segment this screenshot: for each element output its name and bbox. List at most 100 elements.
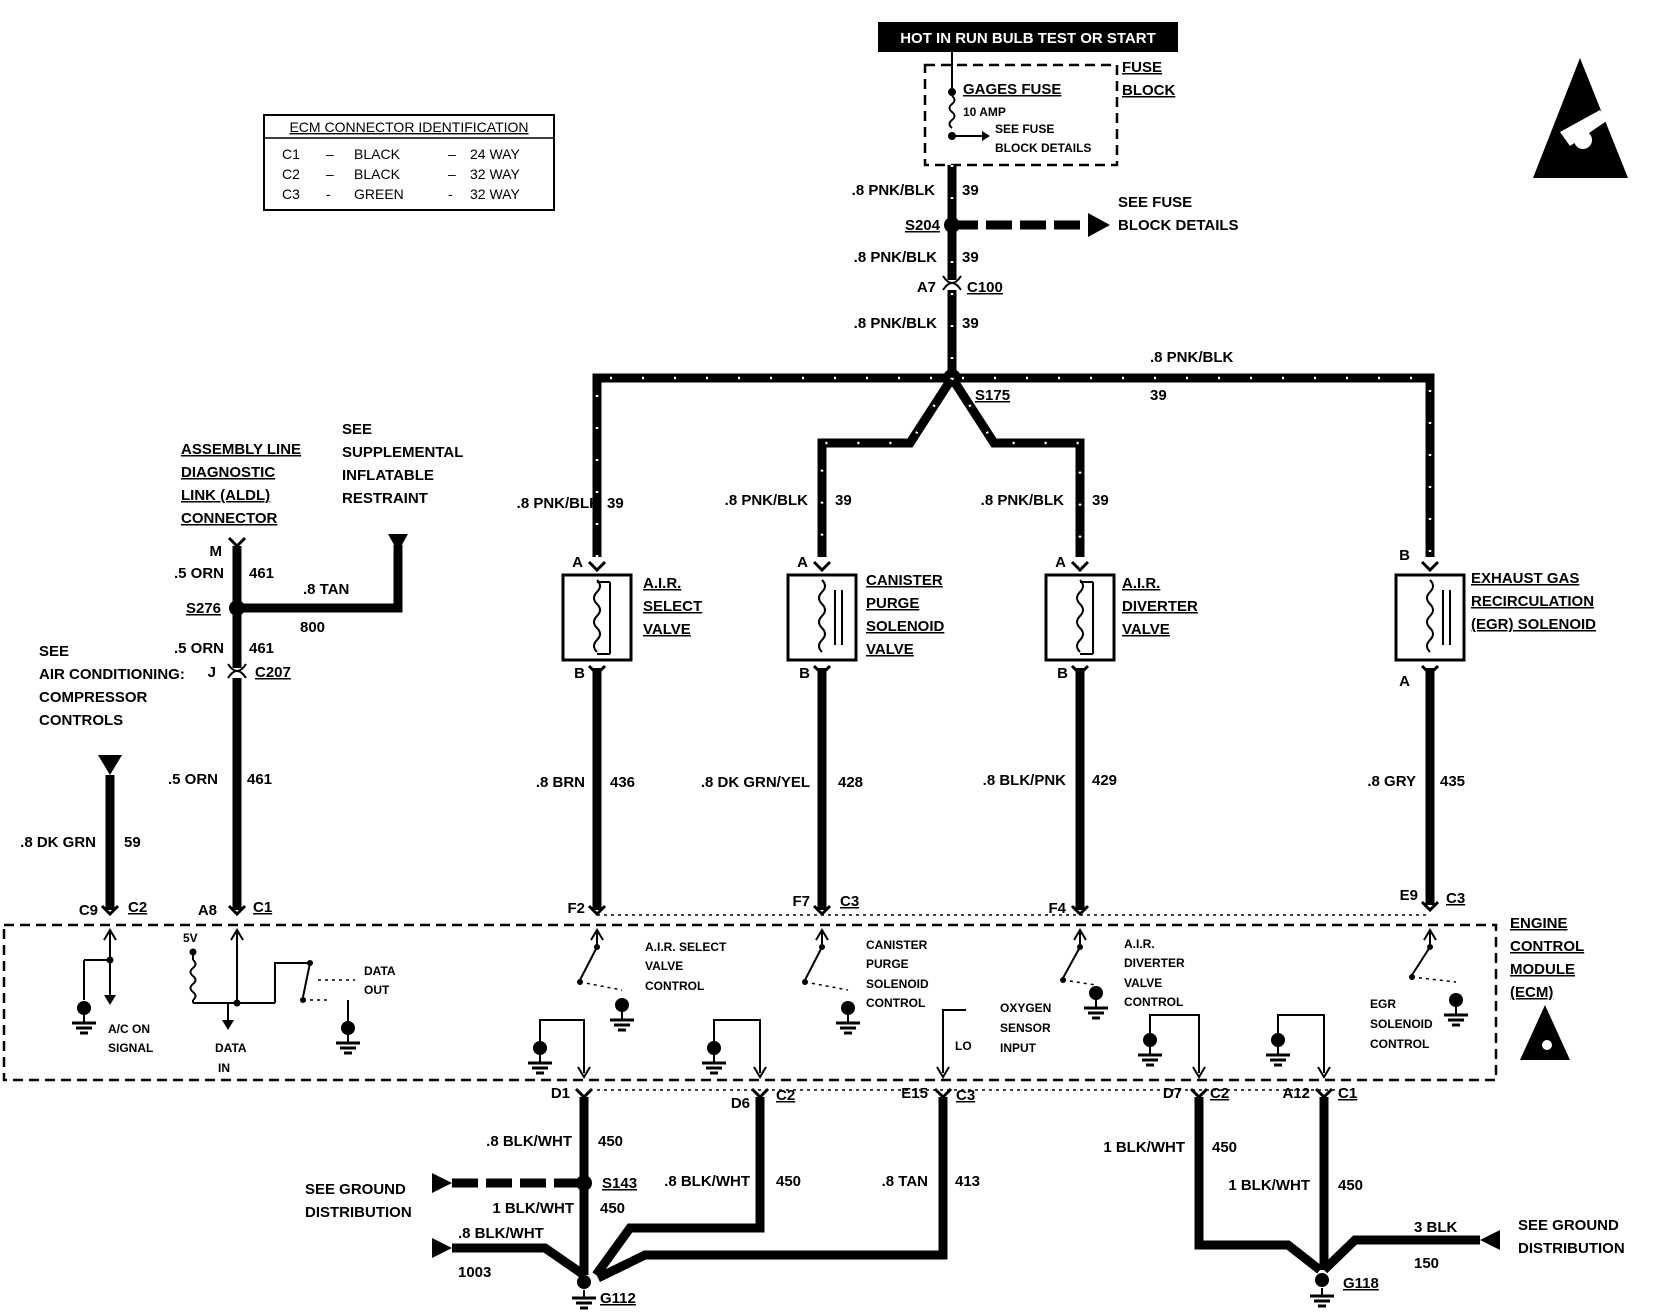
d1-wire-circuit: 450 — [598, 1133, 623, 1150]
dev1-top-circuit: 39 — [607, 495, 624, 512]
ecm-row1-color: BLACK — [354, 146, 401, 162]
sir-label4: RESTRAINT — [342, 490, 428, 507]
egr-ctl3: CONTROL — [1370, 1037, 1429, 1051]
data-in-label2: IN — [218, 1061, 230, 1075]
see-ground-1: SEE GROUND — [305, 1181, 406, 1198]
diverter-ctl2: DIVERTER — [1124, 956, 1185, 970]
c207-label: C207 — [255, 664, 291, 681]
dev3-bot-pin: B — [1057, 665, 1068, 682]
dev3-top-circuit: 39 — [1092, 492, 1109, 509]
ecm-esd-icon — [1520, 1005, 1570, 1060]
ac-wiring — [98, 755, 122, 916]
a12-wire-color: 1 BLK/WHT — [1228, 1177, 1310, 1194]
dev2-name3: SOLENOID — [866, 618, 945, 635]
a7-pin: A7 — [917, 279, 936, 296]
right-wire-color: .8 PNK/BLK — [1150, 349, 1234, 366]
e15-wire-circuit: 413 — [955, 1173, 980, 1190]
dev2-name4: VALVE — [866, 641, 914, 658]
sir-label3: INFLATABLE — [342, 467, 434, 484]
dev3-bot-wire: .8 BLK/PNK — [983, 772, 1067, 789]
ecm-internals — [70, 928, 1470, 1079]
dev1-name3: VALVE — [643, 621, 691, 638]
o2-input3: INPUT — [1000, 1041, 1037, 1055]
canister-ctl4: CONTROL — [866, 996, 925, 1010]
top-wire3-color: .8 PNK/BLK — [854, 315, 938, 332]
dev2-top-pin: A — [797, 554, 808, 571]
canister-ctl2: PURGE — [866, 957, 909, 971]
dev1-ecm-pin: F2 — [567, 900, 585, 917]
ecm-row2-c: C2 — [282, 166, 300, 182]
ecm-row3-c: C3 — [282, 186, 300, 202]
dev1-name2: SELECT — [643, 598, 702, 615]
o2-lo: LO — [955, 1039, 972, 1053]
e15-pin: E15 — [901, 1085, 928, 1102]
air-select-ctl2: VALVE — [645, 959, 683, 973]
ac-label2: AIR CONDITIONING: — [39, 666, 185, 683]
ecm-label3: MODULE — [1510, 961, 1575, 978]
dev2-ecm-pin: F7 — [792, 893, 810, 910]
dev4-ecm-pin: E9 — [1400, 887, 1418, 904]
e15-wire-color: .8 TAN — [882, 1173, 928, 1190]
fuse-block-label-1: FUSE — [1122, 59, 1162, 76]
aldl-label2: DIAGNOSTIC — [181, 464, 275, 481]
data-out-label1: DATA — [364, 964, 396, 978]
c100-label: C100 — [967, 279, 1003, 296]
canister-purge-solenoid — [786, 573, 858, 662]
egr-ctl1: EGR — [1370, 997, 1396, 1011]
tan-wire-circuit: 800 — [300, 619, 325, 636]
see-ground-2: DISTRIBUTION — [305, 1204, 412, 1221]
blk3-wire-color: 3 BLK — [1414, 1219, 1458, 1236]
five-v-label: 5V — [183, 931, 198, 945]
blk3-wire-circuit: 150 — [1414, 1255, 1439, 1272]
dev4-ecm-con: C3 — [1446, 890, 1465, 907]
aldl-label1: ASSEMBLY LINE — [181, 441, 301, 458]
top-wire2-color: .8 PNK/BLK — [854, 249, 938, 266]
bottom-ground-wiring — [432, 1087, 1500, 1310]
dev2-name2: PURGE — [866, 595, 919, 612]
svg-text:-: - — [448, 186, 453, 202]
svg-text:–: – — [326, 146, 334, 162]
ecm-box — [2, 923, 1498, 1082]
aldl-label4: CONNECTOR — [181, 510, 278, 527]
dev2-ecm-con: C3 — [840, 893, 859, 910]
egr-ctl2: SOLENOID — [1370, 1017, 1433, 1031]
g112-label: G112 — [600, 1290, 636, 1307]
air-select-ctl3: CONTROL — [645, 979, 704, 993]
a8-pin: A8 — [198, 902, 217, 919]
svg-text:-: - — [326, 186, 331, 202]
aldl-wire1-color: .5 ORN — [174, 565, 224, 582]
sir-label2: SUPPLEMENTAL — [342, 444, 463, 461]
dev4-name2: RECIRCULATION — [1471, 593, 1594, 610]
air-diverter-valve — [1044, 573, 1116, 662]
ecm-row1-way: 24 WAY — [470, 146, 520, 162]
d7-wire-circuit: 450 — [1212, 1139, 1237, 1156]
s276-label: S276 — [186, 600, 221, 617]
ecm-row1-c: C1 — [282, 146, 300, 162]
aldl-wire3-color: .5 ORN — [168, 771, 218, 788]
dev1-name1: A.I.R. — [643, 575, 681, 592]
fuse-block-label-2: BLOCK — [1122, 82, 1175, 99]
dev1-bot-wire: .8 BRN — [536, 774, 585, 791]
w1003-circuit: 1003 — [458, 1264, 491, 1281]
d6-wire-color: .8 BLK/WHT — [664, 1173, 750, 1190]
ac-wire-circuit: 59 — [124, 834, 141, 851]
d7-pin: D7 — [1163, 1085, 1182, 1102]
canister-ctl1: CANISTER — [866, 938, 928, 952]
dev2-bot-pin: B — [799, 665, 810, 682]
s175-label: S175 — [975, 387, 1010, 404]
aldl-wire1-circuit: 461 — [249, 565, 274, 582]
d6-pin: D6 — [731, 1095, 750, 1112]
s143-label: S143 — [602, 1175, 637, 1192]
ac-label1: SEE — [39, 643, 69, 660]
ecm-row2-way: 32 WAY — [470, 166, 520, 182]
o2-input1: OXYGEN — [1000, 1001, 1051, 1015]
svg-text:–: – — [448, 166, 456, 182]
s204-label: S204 — [905, 217, 941, 234]
g118-label: G118 — [1343, 1275, 1379, 1292]
dev1-top-wire: .8 PNK/BLK — [517, 495, 601, 512]
top-wire3-circuit: 39 — [962, 315, 979, 332]
d1-pin: D1 — [551, 1085, 570, 1102]
right-wire-circuit: 39 — [1150, 387, 1167, 404]
ac-ecm-con: C2 — [128, 899, 147, 916]
